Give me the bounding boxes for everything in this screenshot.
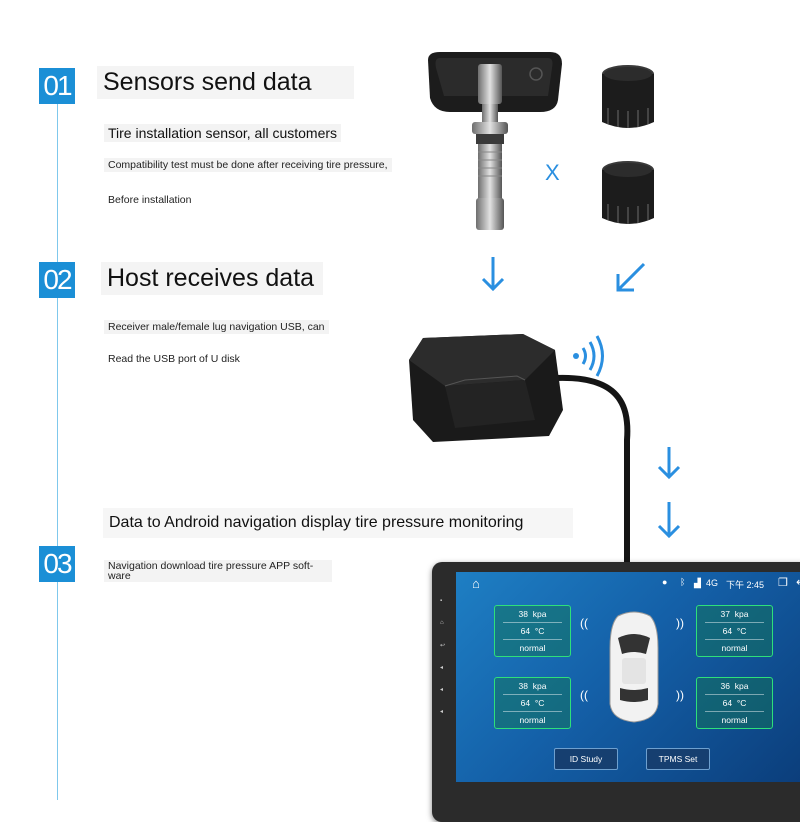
signal-icon: ▟ xyxy=(694,578,701,588)
arrow-down-icon xyxy=(657,502,681,539)
cap-sensor-image xyxy=(602,161,654,224)
step1-line2: Compatibility test must be done after re… xyxy=(104,158,392,172)
tpms-screen: ⌂ ● ᛒ ▟ 4G 下午 2:45 ❐ ↩ 38 kpa 64 °C norm… xyxy=(456,572,800,782)
car-top-view-icon xyxy=(609,611,659,723)
valve-sensor-image xyxy=(428,52,562,230)
home-button[interactable]: ⌂ xyxy=(440,620,444,626)
tire-card-rear-right: 36 kpa 64 °C normal xyxy=(696,677,773,729)
step3-line1: Navigation download tire pressure APP so… xyxy=(104,560,332,582)
mute-button[interactable]: ◂ xyxy=(440,709,444,715)
step3-line1-text: Navigation download tire pressure APP so… xyxy=(108,560,314,572)
step3-line2-text: ware xyxy=(108,570,131,582)
status-bar: ⌂ ● ᛒ ▟ 4G 下午 2:45 ❐ ↩ xyxy=(456,572,800,596)
signal-wave-icon: (( xyxy=(580,688,588,702)
signal-wave-icon: (( xyxy=(580,616,588,630)
or-mark: X xyxy=(545,160,560,185)
navigation-display: ▪ ⌂ ↩ ◂ ◂ ◂ ⌂ ● ᛒ ▟ 4G 下午 2:45 ❐ ↩ 38 kp… xyxy=(432,562,800,822)
signal-wave-icon: )) xyxy=(676,616,684,630)
home-icon[interactable]: ⌂ xyxy=(472,576,480,591)
id-study-button[interactable]: ID Study xyxy=(554,748,618,770)
bluetooth-icon: ᛒ xyxy=(680,577,686,587)
tire-card-rear-left: 38 kpa 64 °C normal xyxy=(494,677,571,729)
timeline-line xyxy=(57,98,58,800)
step-badge-03: 03 xyxy=(39,546,75,582)
receiver-host-image xyxy=(409,334,631,562)
tire-card-front-left: 38 kpa 64 °C normal xyxy=(494,605,571,657)
step-badge-01: 01 xyxy=(39,68,75,104)
step2-line2: Read the USB port of U disk xyxy=(108,353,240,365)
step3-title: Data to Android navigation display tire … xyxy=(103,508,573,538)
network-type: 4G xyxy=(706,578,719,588)
step-title-01: Sensors send data xyxy=(97,66,354,99)
location-icon: ● xyxy=(662,577,668,587)
power-button[interactable]: ▪ xyxy=(440,598,443,604)
back-icon[interactable]: ↩ xyxy=(796,575,800,589)
arrow-down-left-icon xyxy=(616,262,646,292)
volume-down-button[interactable]: ◂ xyxy=(440,687,444,693)
tpms-set-button[interactable]: TPMS Set xyxy=(646,748,710,770)
tire-card-front-right: 37 kpa 64 °C normal xyxy=(696,605,773,657)
arrow-down-icon xyxy=(481,257,505,292)
clock: 下午 2:45 xyxy=(726,580,765,590)
step1-line1: Tire installation sensor, all customers xyxy=(104,124,342,142)
step1-line3: Before installation xyxy=(108,194,192,206)
volume-up-button[interactable]: ◂ xyxy=(440,665,444,671)
step2-line1: Receiver male/female lug navigation USB,… xyxy=(104,320,329,334)
step-badge-02: 02 xyxy=(39,262,75,298)
arrow-down-icon xyxy=(657,447,681,480)
window-icon[interactable]: ❐ xyxy=(778,577,788,589)
step-title-02: Host receives data xyxy=(101,262,323,295)
signal-wave-icon: )) xyxy=(676,688,684,702)
back-button[interactable]: ↩ xyxy=(440,643,446,649)
cap-sensor-image xyxy=(602,65,654,128)
wireless-signal-icon xyxy=(573,335,604,377)
